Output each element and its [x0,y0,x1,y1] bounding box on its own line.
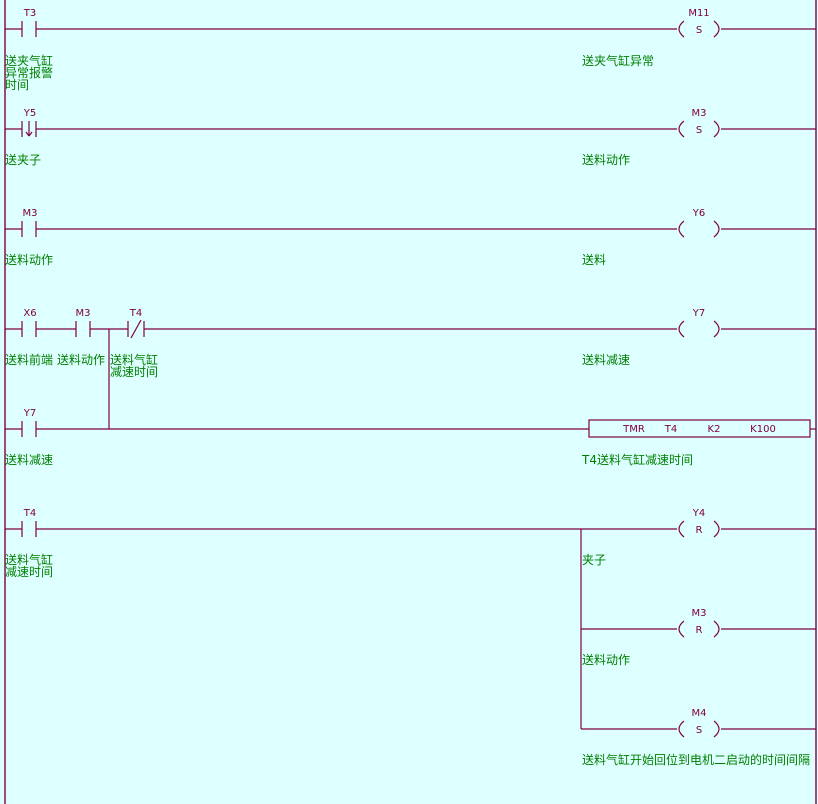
instruction-arg: K100 [750,424,776,435]
coil-label: Y4 [692,508,705,519]
coil-m3-reset[interactable]: R M3 [678,608,720,638]
coil-comment: 送夹气缸异常 [582,53,654,68]
contact-comment: 送料动作 [57,352,105,367]
contact-m3[interactable]: M3 [75,308,91,337]
instruction-arg: T4 [664,424,677,435]
coil-op: S [696,25,702,36]
contact-comment: 送夹子 [5,152,41,167]
contact-m3[interactable]: M3 [21,208,38,237]
coil-m11[interactable]: S M11 [678,8,720,38]
coil-label: M4 [692,708,707,719]
coil-comment: 送料动作 [582,652,630,667]
contact-label: Y5 [23,108,36,119]
instruction-arg: K2 [708,424,721,435]
contact-t4[interactable]: T4 [21,508,37,537]
instruction-comment: T4送料气缸减速时间 [581,452,693,467]
contact-comment: 送夹气缸 异常报警 时间 [5,53,57,92]
contact-y7[interactable]: Y7 [21,408,37,437]
coil-comment: 送料动作 [582,152,630,167]
contact-comment: 送料气缸 减速时间 [5,552,57,579]
coil-m4-set[interactable]: S M4 [678,708,720,738]
contact-y5-falling[interactable]: Y5 [21,108,37,137]
coil-y4-reset[interactable]: R Y4 [678,508,720,538]
contact-label: M3 [23,208,38,219]
coil-op: S [696,125,702,136]
contact-comment: 送料前端 [5,352,53,367]
coil-comment: 送料气缸开始回位到电机二启动的时间间隔 [582,752,810,767]
contact-label: M3 [76,308,91,319]
instruction-name: TMR [622,424,645,435]
coil-label: Y6 [692,208,705,219]
coil-y6[interactable]: Y6 [678,208,720,238]
contact-t4-nc[interactable]: T4 [127,308,145,339]
contact-comment: 送料减速 [5,452,53,467]
coil-label: M3 [692,608,707,619]
coil-label: M11 [688,8,709,19]
contact-comment: 送料气缸 减速时间 [110,352,162,379]
contact-label: T4 [23,508,36,519]
coil-m3-set[interactable]: S M3 [678,108,720,138]
coil-label: Y7 [692,308,705,319]
timer-instruction[interactable]: TMR T4 K2 K100 [588,419,811,438]
coil-comment: 夹子 [582,553,606,567]
coil-comment: 送料减速 [582,352,630,367]
contact-label: Y7 [23,408,36,419]
contact-comment: 送料动作 [5,252,53,267]
contact-t3[interactable]: T3 [21,8,37,37]
coil-comment: 送料 [582,252,606,267]
coil-op: R [696,525,703,536]
coil-op: S [696,725,702,736]
coil-label: M3 [692,108,707,119]
contact-label: T3 [23,8,36,19]
coil-y7[interactable]: Y7 [678,308,720,338]
coil-op: R [696,625,703,636]
contact-label: T4 [129,308,142,319]
contact-label: X6 [23,308,36,319]
contact-x6[interactable]: X6 [21,308,37,337]
